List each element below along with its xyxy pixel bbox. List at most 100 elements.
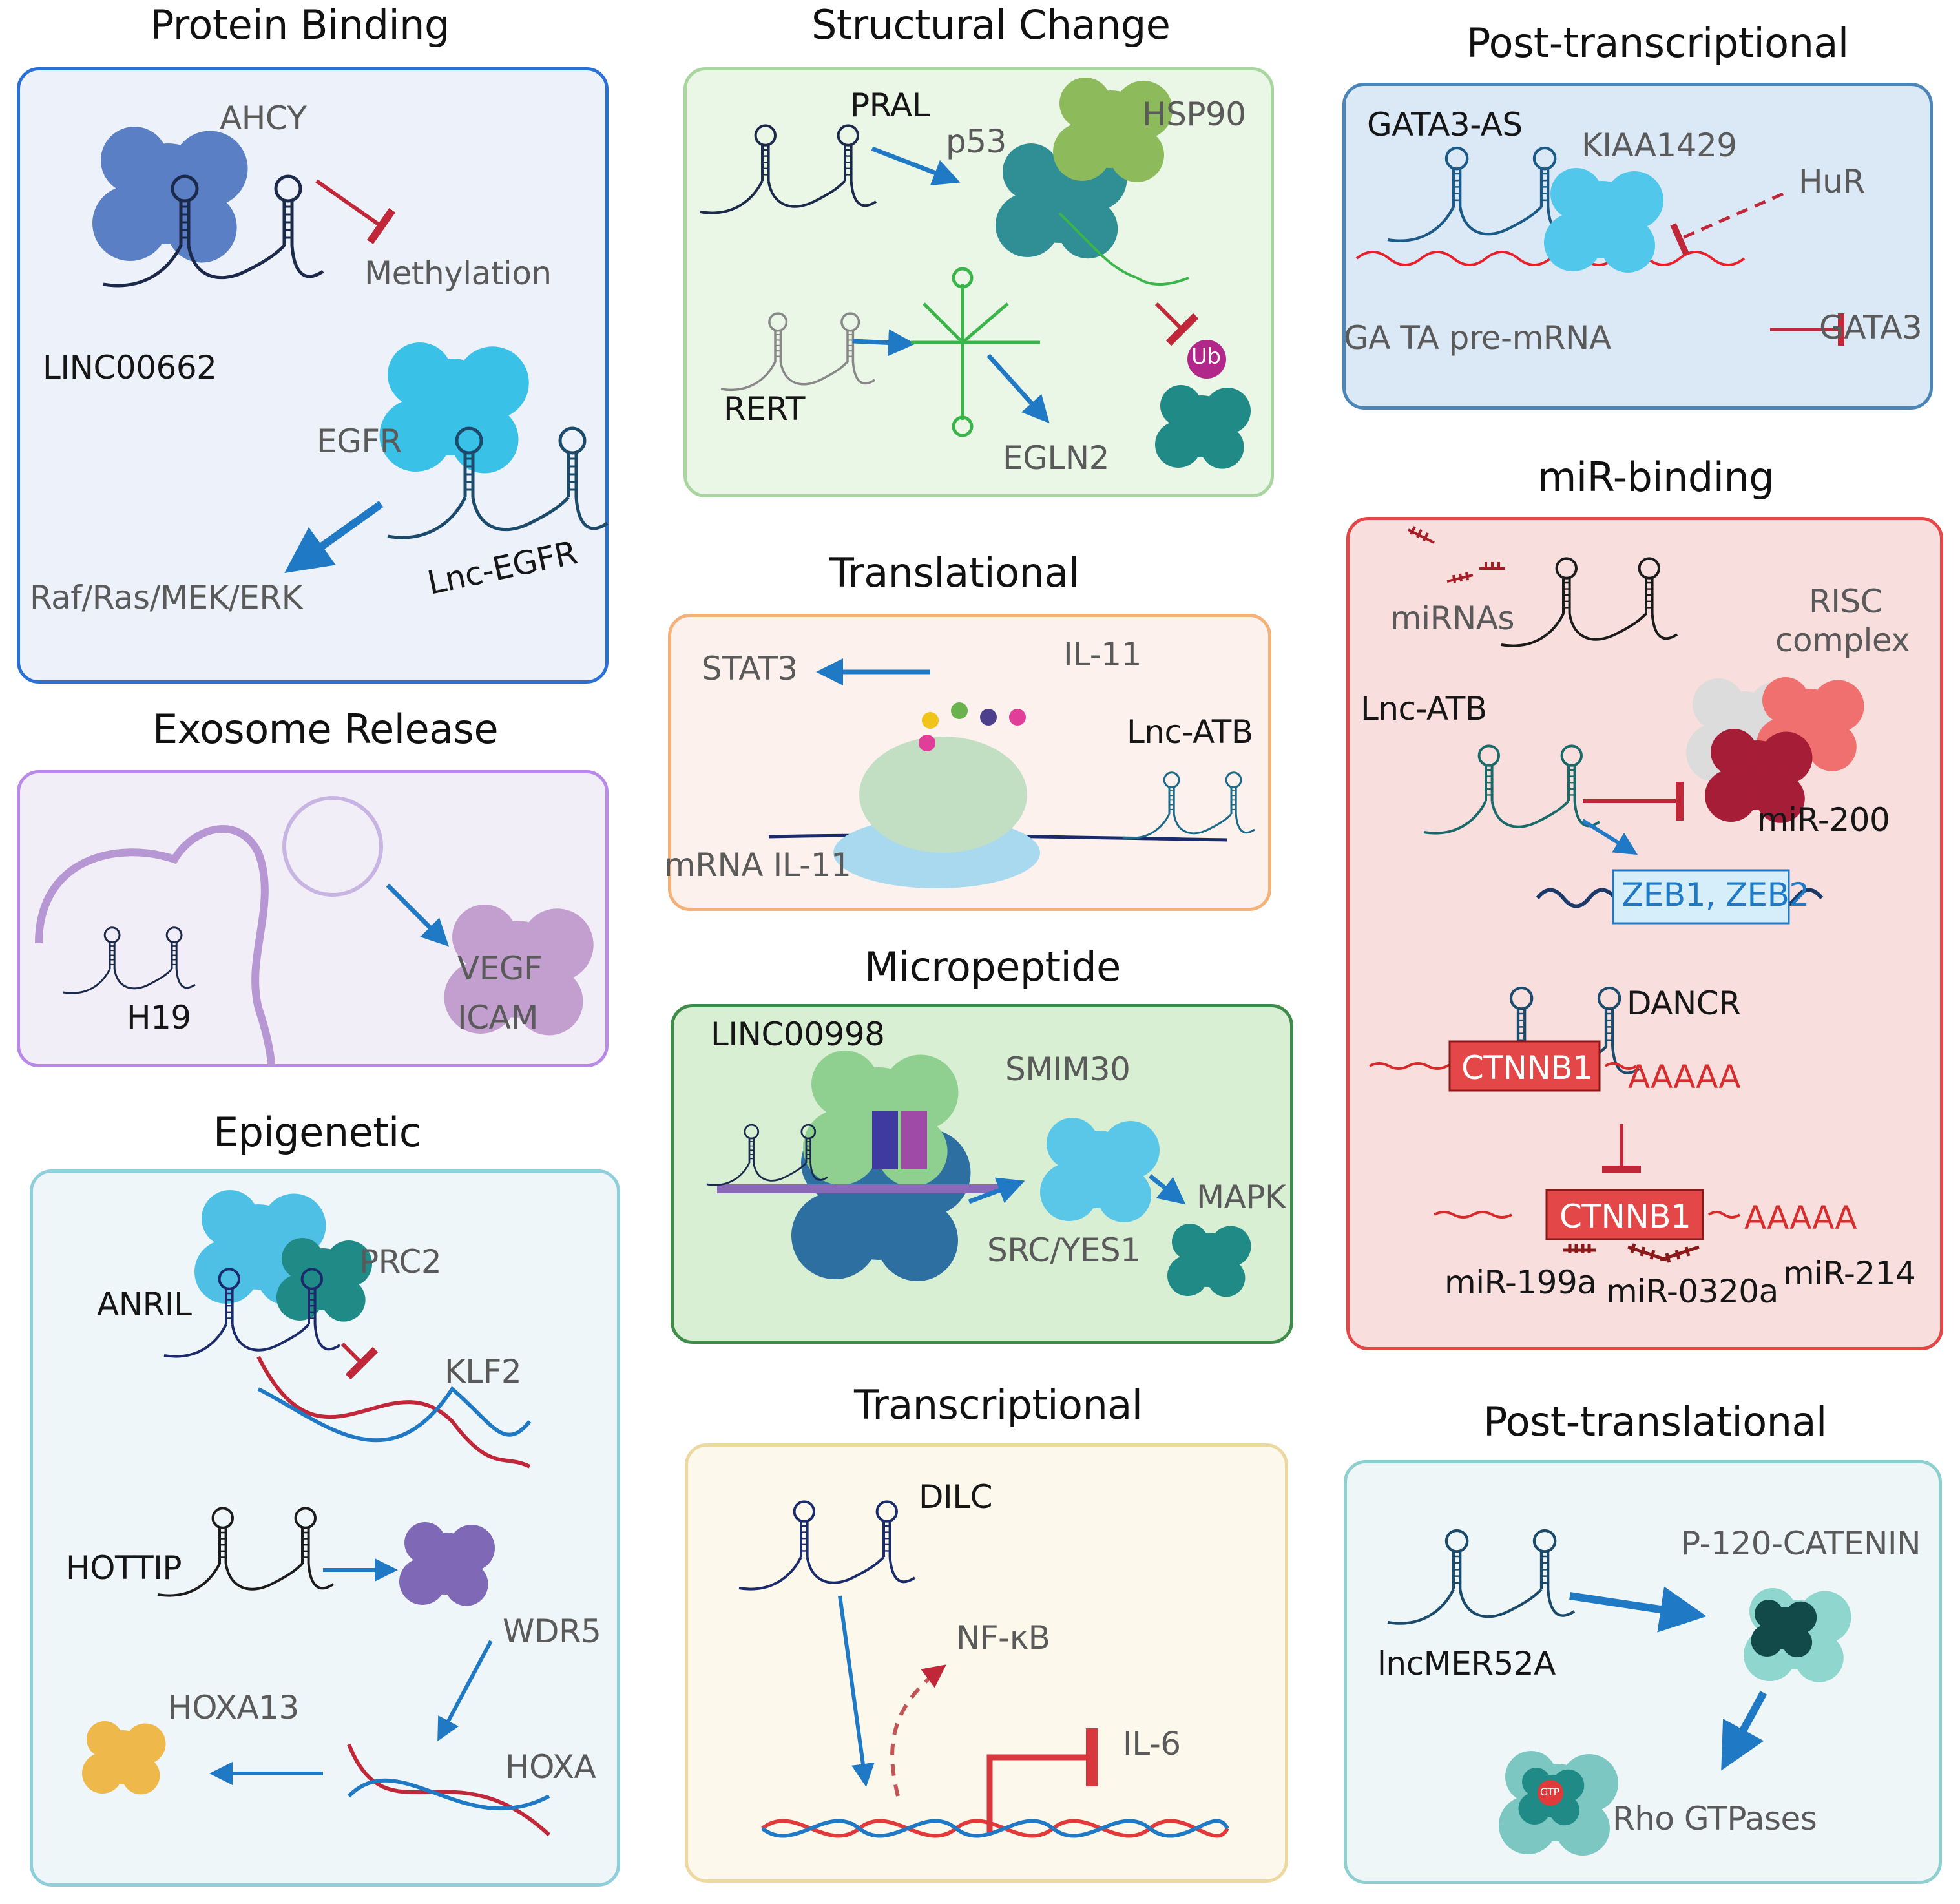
- label-anril: ANRIL: [97, 1286, 192, 1323]
- cell-membrane: [35, 825, 275, 1067]
- label-mirnas: miRNAs: [1390, 600, 1515, 637]
- label-hoxa13: HOXA13: [168, 1689, 299, 1726]
- label-dancr: DANCR: [1627, 985, 1741, 1022]
- label-mir200: miR-200: [1757, 801, 1890, 839]
- label-mrna-il11: mRNA IL-11: [664, 846, 851, 884]
- panel-transcriptional: [685, 1443, 1288, 1883]
- lnc-atb-rna-mir: [1424, 746, 1600, 833]
- dilc-rna: [739, 1501, 915, 1589]
- label-icam: ICAM: [457, 999, 539, 1036]
- heading-post-transcriptional: Post-transcriptional: [1466, 19, 1849, 67]
- rert-structure: [911, 267, 1040, 437]
- label-klf2: KLF2: [444, 1353, 522, 1390]
- label-hottip: HOTTIP: [66, 1549, 182, 1587]
- ribosome-large: [859, 737, 1027, 853]
- mirna-binding-sites: [1563, 1243, 1700, 1263]
- label-linc00998: LINC00998: [711, 1016, 885, 1053]
- label-risc-complex: complex: [1775, 622, 1910, 659]
- label-vegf: VEGF: [457, 950, 543, 987]
- kiaa1429-protein: [1544, 168, 1663, 273]
- label-gata3-as: GATA3-AS: [1367, 106, 1523, 143]
- ubiquitin: [1187, 340, 1226, 379]
- label-stat3: STAT3: [702, 650, 798, 687]
- heading-structural-change: Structural Change: [811, 1, 1171, 48]
- label-nfkb: NF-κB: [956, 1619, 1050, 1657]
- label-mir0320a: miR-0320a: [1606, 1273, 1778, 1310]
- mirna-sponge-rna: [1501, 558, 1677, 645]
- label-polya-top: AAAAA: [1628, 1058, 1741, 1096]
- prc2-subunit-2: [276, 1238, 372, 1322]
- label-rert: RERT: [724, 390, 805, 428]
- label-lncmer52a: lncMER52A: [1377, 1645, 1556, 1682]
- rert-rna: [721, 313, 875, 390]
- mirnas: [1408, 526, 1505, 583]
- heading-micropeptide: Micropeptide: [864, 943, 1121, 990]
- label-polya-bottom: AAAAA: [1744, 1199, 1857, 1237]
- label-gtp: GTP: [1540, 1786, 1559, 1798]
- label-wdr5: WDR5: [503, 1613, 601, 1650]
- zeb-box: [1612, 869, 1790, 925]
- hottip-rna: [158, 1508, 333, 1595]
- ctnnb1-box-top: [1448, 1040, 1601, 1092]
- label-zeb: ZEB1, ZEB2: [1621, 876, 1809, 914]
- label-hsp90: HSP90: [1142, 96, 1246, 133]
- ctnnb1-box-bottom: [1545, 1189, 1704, 1240]
- label-lnc-atb-translational: Lnc-ATB: [1127, 713, 1253, 751]
- label-egfr: EGFR: [317, 423, 402, 460]
- panel-post-translational: [1344, 1460, 1942, 1884]
- label-lnc-atb-mir: Lnc-ATB: [1361, 690, 1487, 727]
- pral-rna: [700, 125, 876, 213]
- label-smim30: SMIM30: [1005, 1051, 1131, 1088]
- label-mir214: miR-214: [1783, 1255, 1916, 1292]
- p120-catenin-core: [1751, 1600, 1817, 1658]
- il11-peptide: [919, 702, 1026, 751]
- heading-transcriptional: Transcriptional: [854, 1381, 1143, 1428]
- egfr-protein: [379, 342, 529, 474]
- label-src-yes1: SRC/YES1: [987, 1231, 1141, 1269]
- h19-rna: [63, 928, 195, 993]
- label-ctnnb1-bottom: CTNNB1: [1559, 1198, 1691, 1235]
- label-methylation: Methylation: [364, 255, 552, 292]
- mapk-protein: [1167, 1224, 1251, 1297]
- label-h19: H19: [127, 999, 191, 1036]
- label-mir199a: miR-199a: [1444, 1264, 1597, 1301]
- ahcy-protein: [92, 127, 248, 263]
- label-p120-catenin: P-120-CATENIN: [1681, 1525, 1921, 1562]
- label-ahcy: AHCY: [220, 99, 307, 137]
- label-kiaa1429: KIAA1429: [1581, 127, 1737, 164]
- hoxa13-protein: [82, 1721, 166, 1795]
- label-gata-pre-mrna: GA TA pre-mRNA: [1344, 319, 1611, 357]
- label-hoxa: HOXA: [505, 1748, 596, 1786]
- heading-exosome-release: Exosome Release: [152, 706, 499, 753]
- proteasome: [1155, 385, 1251, 469]
- gata3-as-rna: [1388, 148, 1574, 241]
- label-prc2: PRC2: [359, 1243, 442, 1281]
- label-ctnnb1-top: CTNNB1: [1461, 1049, 1593, 1087]
- heading-post-translational: Post-translational: [1483, 1398, 1827, 1445]
- label-p53: p53: [946, 123, 1006, 160]
- label-mapk: MAPK: [1196, 1178, 1286, 1216]
- label-ub: Ub: [1191, 344, 1221, 370]
- label-il6: IL-6: [1123, 1725, 1181, 1763]
- label-raf-ras-mek-erk: Raf/Ras/MEK/ERK: [30, 579, 302, 616]
- exosome: [282, 796, 383, 897]
- label-risc: RISC: [1809, 583, 1883, 620]
- label-gata3: GATA3: [1819, 309, 1923, 346]
- gtp-molecule: [1538, 1780, 1563, 1806]
- label-pral: PRAL: [850, 87, 930, 124]
- label-rho-gtpases: Rho GTPases: [1612, 1800, 1817, 1837]
- lncmer52a-rna: [1388, 1531, 1574, 1624]
- lnc-atb-rna-translational: [1123, 773, 1255, 838]
- heading-epigenetic: Epigenetic: [213, 1109, 421, 1156]
- label-egln2: EGLN2: [1003, 439, 1109, 477]
- label-il11: IL-11: [1063, 636, 1142, 673]
- heading-protein-binding: Protein Binding: [150, 1, 450, 48]
- label-linc00662: LINC00662: [43, 349, 217, 386]
- heading-translational: Translational: [829, 549, 1079, 596]
- src-yes1-protein: [1040, 1118, 1160, 1222]
- wdr5-protein: [399, 1522, 495, 1606]
- label-dilc: DILC: [919, 1478, 993, 1516]
- label-hur: HuR: [1798, 163, 1865, 200]
- heading-mir-binding: miR-binding: [1538, 454, 1775, 501]
